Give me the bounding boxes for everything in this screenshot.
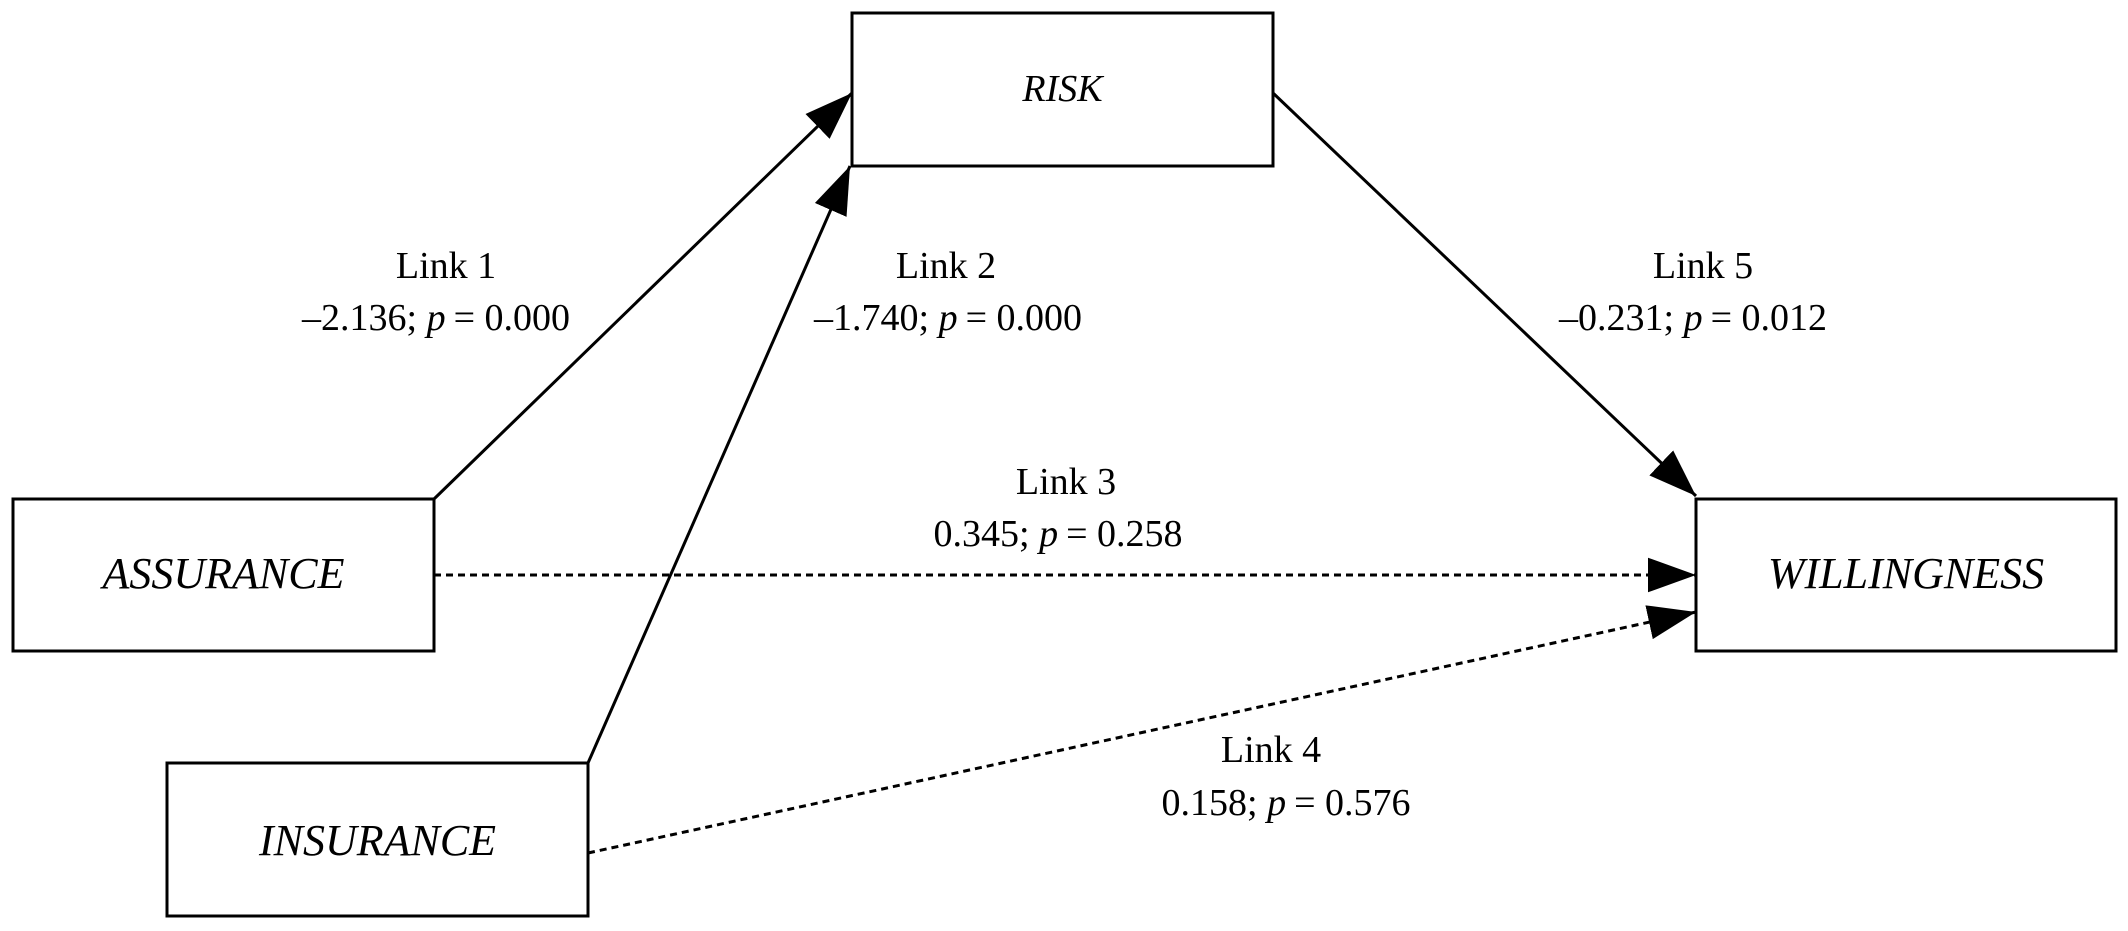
link-3-coef: 0.345 [934, 513, 1020, 555]
link-3-label: Link 3 0.345; p= 0.258 [934, 461, 1183, 555]
link-4-stats: 0.158; p= 0.576 [1162, 782, 1411, 824]
link-3-sep: ; [1019, 513, 1039, 555]
link-5-stats: –0.231; p= 0.012 [1558, 297, 1827, 339]
link-4-sep: ; [1247, 782, 1267, 824]
link-4-coef: 0.158 [1162, 782, 1248, 824]
node-assurance-box [11, 497, 436, 653]
node-insurance-box [165, 761, 590, 918]
link-1-label: Link 1 –2.136; p= 0.000 [301, 245, 570, 339]
link-5-label: Link 5 –0.231; p= 0.012 [1558, 245, 1827, 339]
link-3-stats: 0.345; p= 0.258 [934, 513, 1183, 555]
link-2-stats: –1.740; p= 0.000 [813, 297, 1082, 339]
node-risk-box [850, 11, 1275, 168]
link-2-name: Link 2 [896, 245, 996, 287]
link-2-p-symbol: p [936, 297, 958, 339]
link-5-name: Link 5 [1653, 245, 1753, 287]
node-assurance-label: ASSURANCE [100, 549, 345, 598]
link-3-p-symbol: p [1036, 513, 1058, 555]
link-5-coef: –0.231 [1558, 297, 1664, 339]
link-1-p-symbol: p [424, 297, 446, 339]
link-1-sep: ; [407, 297, 427, 339]
edge-link-2 [586, 165, 852, 764]
edge-link-4 [587, 605, 1697, 855]
edge-link-1 [432, 91, 854, 501]
node-willingness-label: WILLINGNESS [1768, 549, 2044, 598]
link-3-name: Link 3 [1016, 461, 1116, 503]
node-risk: RISK [850, 11, 1275, 168]
node-willingness-box [1694, 497, 2118, 653]
link-2-p-value: = 0.000 [966, 297, 1082, 339]
link-5-p-value: = 0.012 [1711, 297, 1827, 339]
link-5-sep: ; [1664, 297, 1684, 339]
link-4-p-value: = 0.576 [1294, 782, 1410, 824]
link-2-label: Link 2 –1.740; p= 0.000 [813, 245, 1082, 339]
link-2-coef: –1.740 [813, 297, 919, 339]
link-1-stats: –2.136; p= 0.000 [301, 297, 570, 339]
node-willingness: WILLINGNESS [1694, 497, 2118, 653]
edge-link-5 [1271, 91, 1698, 498]
link-4-p-symbol: p [1264, 782, 1286, 824]
link-1-name: Link 1 [396, 245, 496, 287]
link-2-sep: ; [919, 297, 939, 339]
node-insurance: INSURANCE [165, 761, 590, 918]
link-1-coef: –2.136 [301, 297, 407, 339]
link-4-label: Link 4 0.158; p= 0.576 [1162, 729, 1411, 824]
node-insurance-label: INSURANCE [258, 816, 496, 865]
node-assurance: ASSURANCE [11, 497, 436, 653]
link-5-p-symbol: p [1681, 297, 1703, 339]
link-1-p-value: = 0.000 [454, 297, 570, 339]
link-3-p-value: = 0.258 [1066, 513, 1182, 555]
link-4-name: Link 4 [1221, 729, 1321, 771]
node-risk-label: RISK [1021, 68, 1104, 110]
